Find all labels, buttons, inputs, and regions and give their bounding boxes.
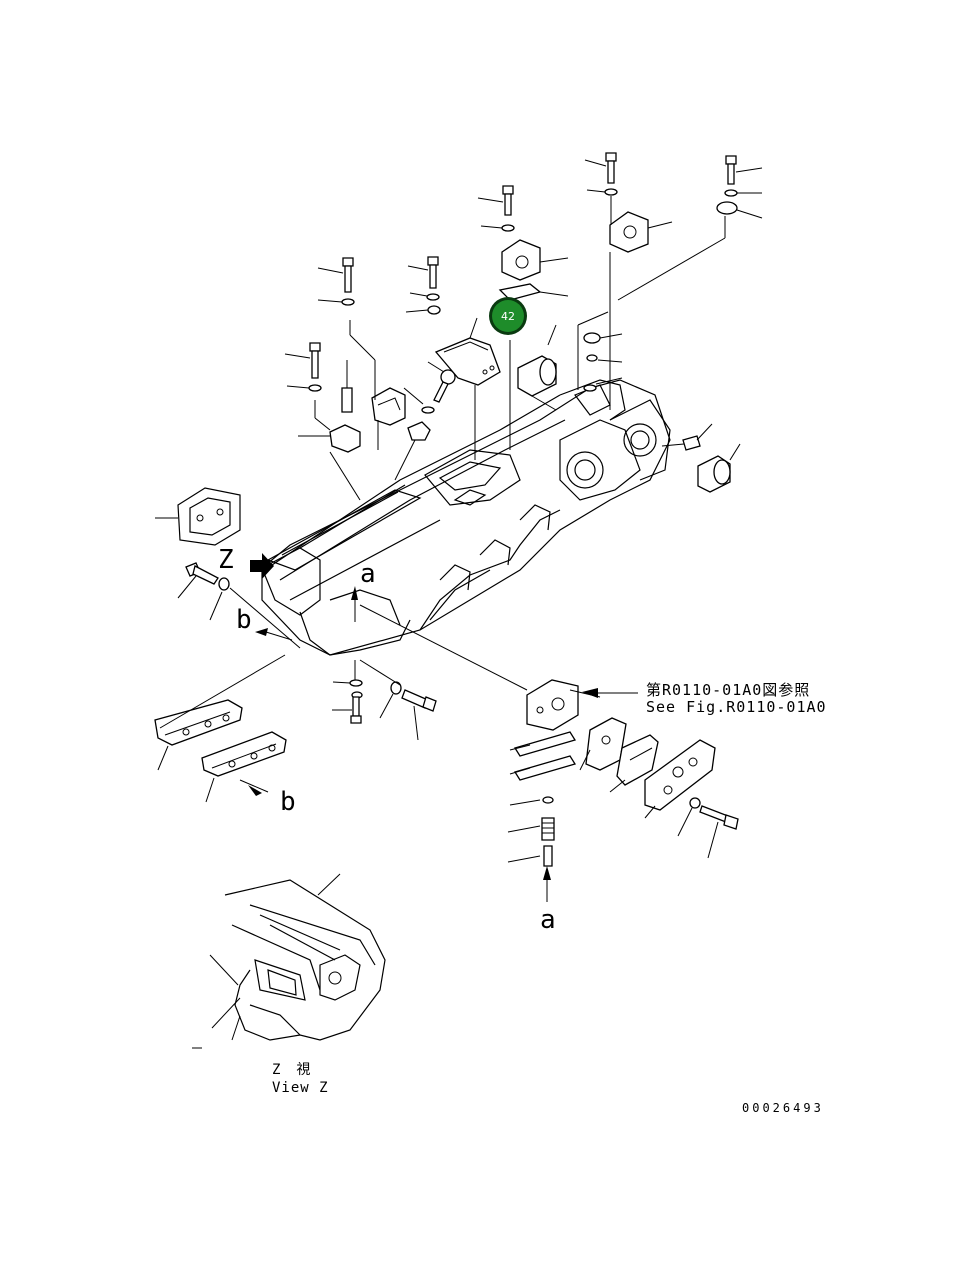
drawing-number: 00026493 [742, 1101, 824, 1115]
arrow-b-bottom [248, 785, 262, 796]
view-z-inset [192, 873, 386, 1049]
section-letter-a-bottom: a [540, 905, 556, 935]
track-guards-lower-left [154, 654, 287, 803]
section-letter-b-bottom: b [280, 787, 296, 817]
view-arrow [250, 553, 274, 579]
clamp-brackets [298, 320, 431, 501]
view-z-en: View Z [272, 1080, 329, 1096]
guard-plate-left [155, 487, 241, 546]
arrow-b-left [255, 628, 268, 636]
side-bolt-left [177, 562, 301, 649]
callout-42-label: 42 [501, 310, 515, 323]
callout-42-badge [492, 300, 524, 332]
view-arrow-letter: Z [218, 545, 234, 575]
callout-42[interactable]: 42 [489, 297, 527, 335]
bolts-upper-right [477, 152, 763, 450]
see-figure-en: See Fig.R0110-01A0 [646, 698, 827, 716]
track-frame-body [261, 379, 671, 656]
arrow-see-fig [582, 688, 598, 698]
section-letter-a-top: a [360, 559, 376, 589]
arrow-a-top [351, 586, 358, 600]
sub-assembly-right [359, 604, 739, 867]
diagram-labels: Z a b b a 第R0110-01A0図参照 See Fig.R0110-0… [218, 545, 827, 1115]
see-figure-jp: 第R0110-01A0図参照 [646, 681, 810, 699]
direction-arrows [248, 553, 638, 902]
bolts-below-frame [332, 659, 437, 741]
curved-cover [434, 317, 501, 460]
view-z-jp: Z 視 [272, 1062, 311, 1078]
bushings [517, 324, 741, 493]
bolts-upper-left [284, 256, 456, 414]
arrow-a-bottom [543, 866, 551, 880]
section-letter-b-left: b [236, 605, 252, 635]
